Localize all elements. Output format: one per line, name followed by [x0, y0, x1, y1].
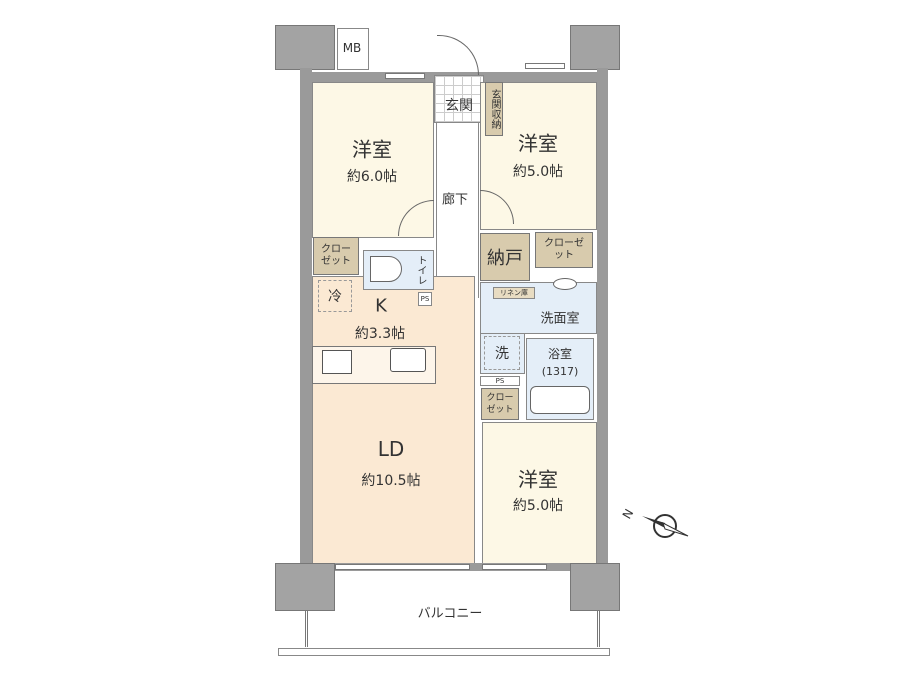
compass-icon	[642, 514, 689, 538]
storeroom	[480, 233, 530, 281]
entrance-label: 玄関	[445, 98, 473, 114]
linen-closet-label: リネン庫	[500, 289, 528, 297]
ps-kitchen	[418, 292, 432, 306]
balcony-rail-right	[597, 611, 600, 647]
ld-name: LD	[377, 437, 405, 461]
fridge-space	[318, 280, 352, 312]
linen-closet	[493, 287, 535, 299]
closet-bottom	[481, 388, 519, 420]
pillar-top-right	[570, 25, 620, 70]
closet-right-label: クローゼット	[544, 238, 584, 261]
storeroom-label: 納戸	[487, 248, 523, 269]
wall-right	[597, 68, 608, 568]
meter-box	[337, 28, 369, 70]
balcony-rail	[278, 648, 610, 656]
bathtub-icon	[530, 386, 590, 414]
western-room-2-name: 洋室	[518, 131, 558, 156]
balcony-rail-left	[305, 611, 308, 647]
ps-kitchen-label: PS	[420, 295, 430, 303]
western-room-3-name: 洋室	[518, 467, 558, 492]
western-room-1-name: 洋室	[352, 137, 392, 162]
entrance-storage	[485, 82, 503, 136]
closet-left-label: クローゼット	[321, 244, 351, 267]
pillar-bottom-right	[570, 563, 620, 611]
sink-icon	[553, 278, 577, 290]
window-western-3	[482, 564, 547, 570]
kitchen	[312, 276, 475, 566]
hallway	[436, 123, 479, 298]
washroom-label: 洗面室	[540, 311, 580, 327]
pillar-top-left	[275, 25, 335, 70]
ps-bath	[480, 376, 520, 386]
washer-area	[480, 334, 525, 374]
mb-label: MB	[342, 41, 362, 55]
entrance-storage-label: 玄関収納	[489, 89, 500, 129]
stove-icon	[322, 350, 352, 374]
western-room-3-size: 約5.0帖	[512, 498, 564, 514]
closet-bottom-label: クローゼット	[486, 393, 514, 415]
washroom	[480, 282, 597, 334]
ld-size: 約10.5帖	[361, 473, 421, 489]
washer-label: 洗	[495, 346, 509, 362]
western-room-3	[482, 422, 597, 566]
washer-space	[484, 336, 520, 370]
fridge-label: 冷	[328, 289, 342, 305]
hallway-label: 廊下	[441, 192, 469, 208]
balcony-label: バルコニー	[417, 606, 483, 622]
window-ld	[335, 564, 470, 570]
kitchen-name: K	[375, 295, 387, 317]
pillar-bottom-left	[275, 563, 335, 611]
closet-left	[313, 237, 359, 275]
entrance-door[interactable]	[437, 35, 479, 75]
bathroom-name: 浴室	[547, 347, 573, 361]
compass-north-label: N	[619, 506, 637, 522]
closet-right	[535, 232, 593, 268]
western-room-1-size: 約6.0帖	[346, 169, 398, 185]
toilet-bowl-icon	[370, 256, 402, 282]
kitchen-size: 約3.3帖	[354, 326, 406, 342]
wall-left	[300, 68, 312, 568]
window-top-right	[525, 63, 565, 69]
window-top-left	[385, 73, 425, 79]
toilet-label: トイレ	[415, 255, 426, 285]
western-room-2-size: 約5.0帖	[512, 164, 564, 180]
ps-bath-label: PS	[495, 377, 505, 385]
kitchen-sink-icon	[390, 348, 426, 372]
bathroom-size: (1317)	[541, 365, 579, 378]
